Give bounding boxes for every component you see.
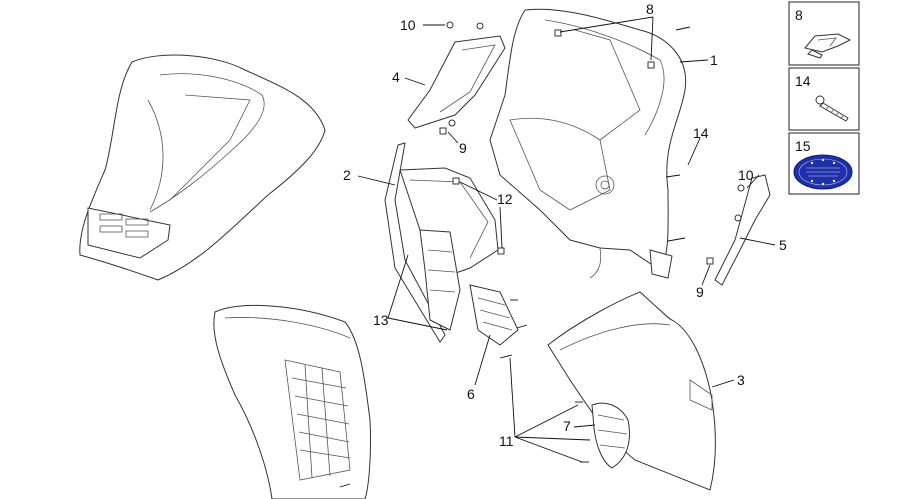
part-13-vent-frame	[419, 229, 461, 331]
part-1-leg-shield	[489, 8, 687, 279]
fasteners	[339, 21, 745, 488]
clip-nut-icon	[804, 33, 852, 59]
part-2-side-strip	[384, 142, 446, 343]
callout-9-right: 9	[696, 284, 704, 300]
part-7-small-grille	[591, 402, 630, 469]
callout-11: 11	[499, 433, 514, 449]
callout-5: 5	[779, 237, 787, 253]
callout-14-main: 14	[693, 125, 709, 141]
callout-9-left: 9	[459, 140, 467, 156]
front-shield-cover	[79, 54, 326, 281]
callout-10-right: 10	[738, 167, 754, 183]
legend-number-15: 15	[795, 138, 811, 154]
legend-item-15: 15	[788, 132, 860, 195]
part-5-right-trim	[714, 174, 771, 286]
legend-item-14: 14	[788, 67, 860, 131]
callout-labels: 10 8 1 4 9 2 12 13 14 10 5 9 6 3 7 11	[343, 1, 787, 449]
part-6-small-vent	[469, 284, 519, 346]
callout-3: 3	[737, 372, 745, 388]
callout-4: 4	[392, 69, 400, 85]
screw-icon	[815, 95, 849, 122]
callout-10-top: 10	[400, 17, 416, 33]
legend-number-8: 8	[795, 7, 803, 23]
legend-number-14: 14	[795, 73, 811, 89]
part-4-upper-trim	[407, 35, 506, 129]
callout-1: 1	[710, 52, 718, 68]
callout-7: 7	[563, 418, 571, 434]
callout-8: 8	[646, 1, 654, 17]
leader-lines	[357, 16, 776, 463]
front-fairing-with-grille	[213, 304, 372, 499]
legend-item-8: 8	[788, 1, 860, 66]
part-3-lower-panel	[547, 291, 716, 491]
callout-2: 2	[343, 167, 351, 183]
callout-12: 12	[497, 191, 513, 207]
callout-13: 13	[373, 312, 389, 328]
blue-seal-label-icon	[793, 154, 853, 190]
callout-6: 6	[467, 386, 475, 402]
